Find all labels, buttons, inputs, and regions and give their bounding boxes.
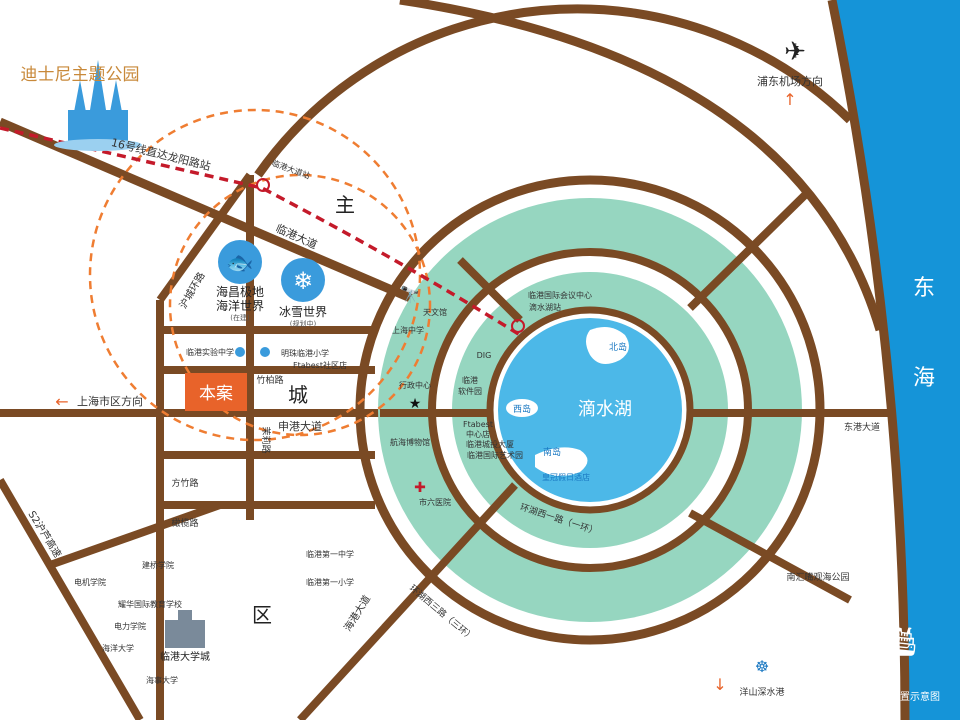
poi-lingang-software: 临港 (462, 375, 478, 385)
south-island (535, 447, 588, 476)
haichang-label-2: 海洋世界 (216, 298, 264, 313)
haichang-note: (在建) (230, 313, 250, 322)
fish-icon (218, 240, 262, 284)
project-radius (168, 173, 432, 437)
star-icon: ★ (409, 396, 422, 412)
road-ganlan: 橄榄路 (171, 517, 198, 529)
hotel-label: 皇冠假日酒店 (542, 472, 590, 482)
district-char-1: 主 (335, 193, 355, 217)
poi-shanghai-middle: 上海中学 (392, 325, 424, 335)
arrow-left-icon: ← (55, 392, 68, 411)
poi-yaohua: 耀华国际教育学校 (118, 599, 182, 609)
south-island-label: 南岛 (543, 446, 561, 458)
radial-roads (297, 192, 890, 720)
poi-haiyang: 海洋大学 (102, 643, 134, 653)
outer-ring-road (254, 4, 854, 178)
road-moli: 茉莉路 (260, 426, 272, 453)
airport-label: 浦东机场方向 (757, 74, 823, 88)
school-icon (235, 347, 245, 357)
hospital-cross-icon: ✚ (414, 480, 426, 496)
poi-yangshan-port: 洋山深水港 (739, 686, 784, 698)
road-donggang: 东港大道 (844, 421, 880, 433)
disney-radius (88, 108, 422, 442)
poi-hospital: 市六医院 (419, 497, 451, 507)
poi-haishi: 海事大学 (146, 675, 178, 685)
school-icon (260, 347, 270, 357)
poi-ftabest-center-2: 中心店 (466, 429, 490, 439)
poi-lingang-city-2: 临港国际艺术园 (467, 450, 523, 460)
snowflake-glyph: ❄ (293, 267, 313, 295)
poi-dianli: 电力学院 (114, 621, 146, 631)
west-island-label: 西岛 (513, 403, 531, 415)
poi-ftabest-center: Ftabest (463, 420, 493, 429)
city-direction-label: 上海市区方向 (77, 394, 143, 408)
road-shengang: 申港大道 (278, 419, 322, 433)
district-char-2: 城 (288, 383, 308, 407)
poi-lingang-no1-primary: 临港第一小学 (306, 577, 354, 587)
poi-dishui-station: 滴水湖站 (529, 302, 561, 312)
poi-lingang-software-2: 软件园 (458, 386, 482, 396)
poi-lingang-no1-middle: 临港第一中学 (306, 549, 354, 559)
left-grid (0, 172, 380, 720)
road-zhubai: 竹柏路 (256, 374, 283, 386)
poi-intl-conference: 临港国际会议中心 (528, 290, 592, 300)
poi-lingang-university: 临港大学城 (160, 650, 210, 663)
north-island-label: 北岛 (609, 341, 627, 353)
poi-ftabest-community: Ftabest社区店 (293, 360, 347, 370)
cruise-ship-icon: 🛳 (876, 619, 919, 659)
telescope-icon: 🔭 (400, 285, 420, 304)
metro-icon (256, 178, 270, 192)
university-building-icon (165, 610, 205, 648)
road-nanhui: 南汇嘴观海公园 (786, 571, 849, 583)
poi-maritime-museum: 航海博物馆 (390, 437, 430, 447)
poi-observatory: 天文馆 (423, 307, 447, 317)
poi-jianqiao: 建桥学院 (142, 560, 174, 570)
haichang-label-1: 海昌极地 (216, 284, 264, 299)
ice-world-label: 冰雪世界 (279, 305, 327, 319)
fish-glyph: 🐟 (226, 251, 253, 276)
road-haigang: 海港大道 (341, 593, 373, 634)
sea-label-1: 东 (913, 276, 935, 301)
airplane-icon: ✈ (784, 37, 806, 67)
ship-wheel-icon: ☸ (755, 657, 769, 676)
metro-icon (511, 319, 525, 333)
poi-dianji: 电机学院 (74, 577, 106, 587)
disney-label: 迪士尼主题公园 (21, 65, 140, 85)
project-block (185, 373, 247, 411)
arrow-up-icon: ↑ (783, 90, 796, 109)
lake-label: 滴水湖 (578, 399, 632, 420)
north-island (586, 326, 629, 364)
sea-label-2: 海 (913, 366, 935, 391)
disney-castle-icon (54, 60, 142, 151)
poi-lingang-city-1: 临港城投大厦 (466, 439, 514, 449)
legend-label: 地理位置示意图 (870, 690, 940, 703)
arrow-down-icon: ↓ (713, 675, 726, 694)
snowflake-icon (281, 258, 325, 302)
poi-mingzhu-school: 明珠临港小学 (281, 348, 329, 358)
poi-lingang-experimental: 临港实验中学 (186, 347, 234, 357)
metro-line-16 (0, 126, 521, 337)
district-char-3: 区 (252, 603, 272, 627)
coastline (827, 0, 910, 720)
west-island (506, 399, 538, 417)
road-fangzhu: 方竹路 (171, 477, 198, 489)
poi-admin-center: 行政中心 (399, 380, 431, 390)
project-label: 本案 (199, 384, 233, 404)
ice-world-note: (规划中) (290, 319, 317, 328)
poi-dig: DIG (477, 351, 492, 360)
outer-ring-road-left (399, 0, 885, 332)
